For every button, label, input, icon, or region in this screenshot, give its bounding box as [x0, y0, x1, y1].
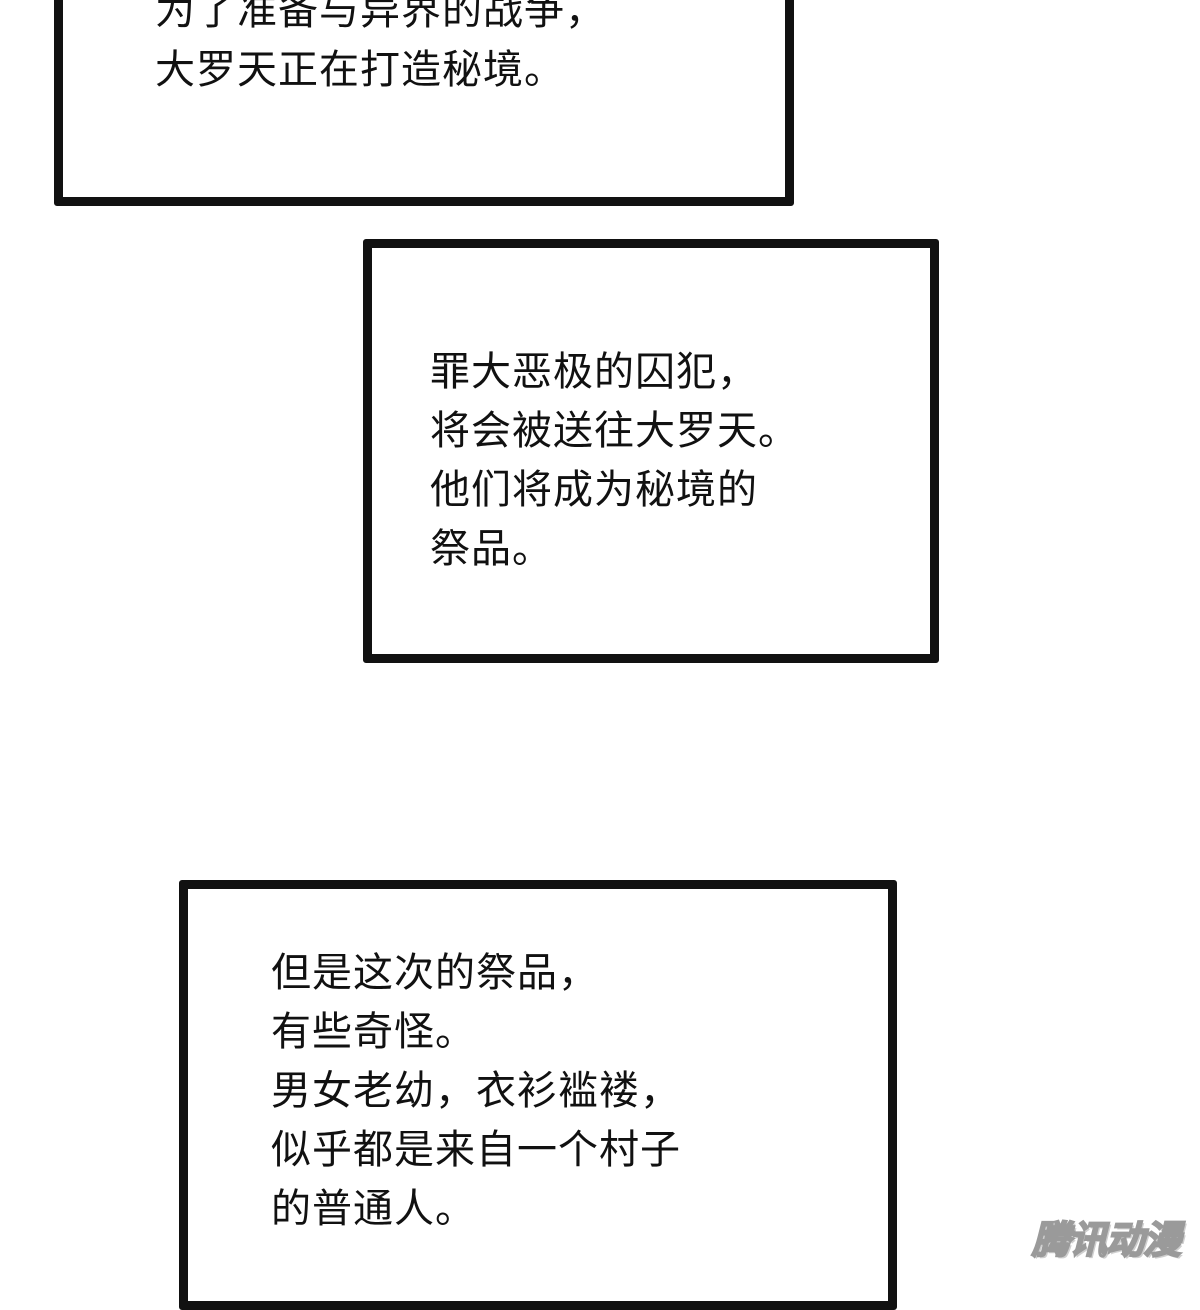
- caption-line: 的普通人。: [271, 1186, 476, 1232]
- caption-line: 为了准备与异界的战争，: [155, 0, 606, 34]
- caption-line: 但是这次的祭品，: [271, 950, 599, 996]
- caption-line: 罪大恶极的囚犯，: [430, 349, 758, 395]
- caption-line: 男女老幼，衣衫褴褛，: [271, 1068, 681, 1114]
- caption-line: 有些奇怪。: [271, 1009, 476, 1055]
- caption-line: 祭品。: [430, 526, 553, 572]
- caption-line: 他们将成为秘境的: [430, 467, 758, 513]
- caption-line: 大罗天正在打造秘境。: [155, 47, 565, 93]
- tencent-comics-watermark: 腾讯动漫: [1031, 1217, 1182, 1263]
- caption-text-bottom: 但是这次的祭品， 有些奇怪。 男女老幼，衣衫褴褛， 似乎都是来自一个村子 的普通…: [271, 944, 681, 1239]
- caption-panel-middle: [363, 239, 939, 663]
- caption-line: 将会被送往大罗天。: [430, 408, 799, 454]
- caption-panel-bottom: [179, 880, 897, 1310]
- caption-text-top: 为了准备与异界的战争， 大罗天正在打造秘境。: [155, 0, 606, 100]
- caption-panel-top: [54, 0, 794, 206]
- caption-line: 似乎都是来自一个村子: [271, 1127, 681, 1173]
- caption-text-middle: 罪大恶极的囚犯， 将会被送往大罗天。 他们将成为秘境的 祭品。: [430, 343, 799, 579]
